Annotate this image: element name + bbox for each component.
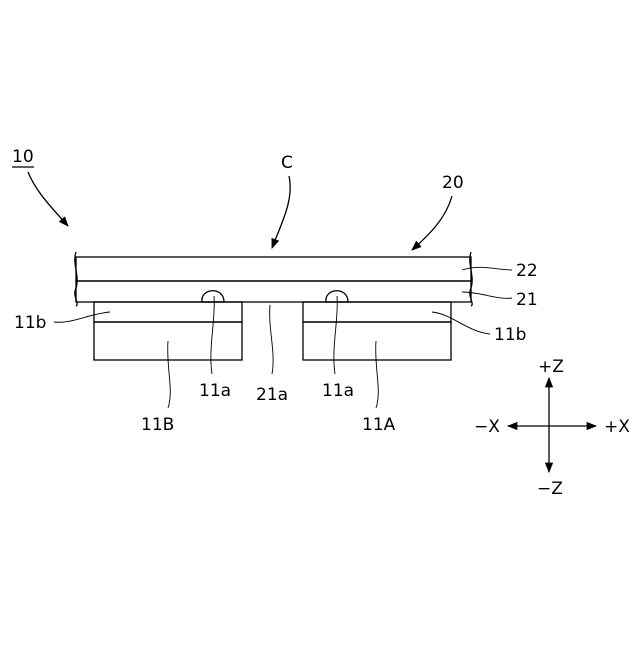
leader-11a-right [334, 296, 337, 374]
leader-21a [270, 305, 273, 374]
label-21: 21 [516, 290, 538, 310]
leader-11A [376, 341, 379, 408]
leader-11b-right [432, 312, 490, 334]
leader-22 [462, 267, 512, 270]
label-10: 10 [12, 147, 34, 167]
label-11a-right: 11a [322, 381, 354, 401]
layer-22 [76, 257, 471, 281]
axis-label-plus-z: +Z [538, 357, 564, 377]
element-11A [303, 291, 451, 360]
arrow-10 [28, 172, 68, 226]
label-22: 22 [516, 261, 538, 281]
arrow-20 [412, 196, 452, 250]
label-20: 20 [442, 173, 464, 193]
label-21a: 21a [256, 385, 288, 405]
arrow-C [272, 176, 290, 248]
label-C: C [281, 153, 293, 173]
axis-label-minus-z: −Z [537, 479, 563, 499]
axis-label-minus-x: −X [474, 417, 500, 437]
label-11A: 11A [362, 415, 396, 435]
axis-indicator [508, 378, 596, 472]
layer-21 [76, 281, 471, 302]
label-11B: 11B [141, 415, 174, 435]
label-11b-right: 11b [494, 325, 526, 345]
label-11a-left: 11a [199, 381, 231, 401]
leader-11a-left [211, 296, 214, 374]
leader-11B [168, 341, 171, 408]
label-11b-left: 11b [14, 313, 46, 333]
leader-11b-left [54, 312, 110, 322]
axis-label-plus-x: +X [604, 417, 630, 437]
